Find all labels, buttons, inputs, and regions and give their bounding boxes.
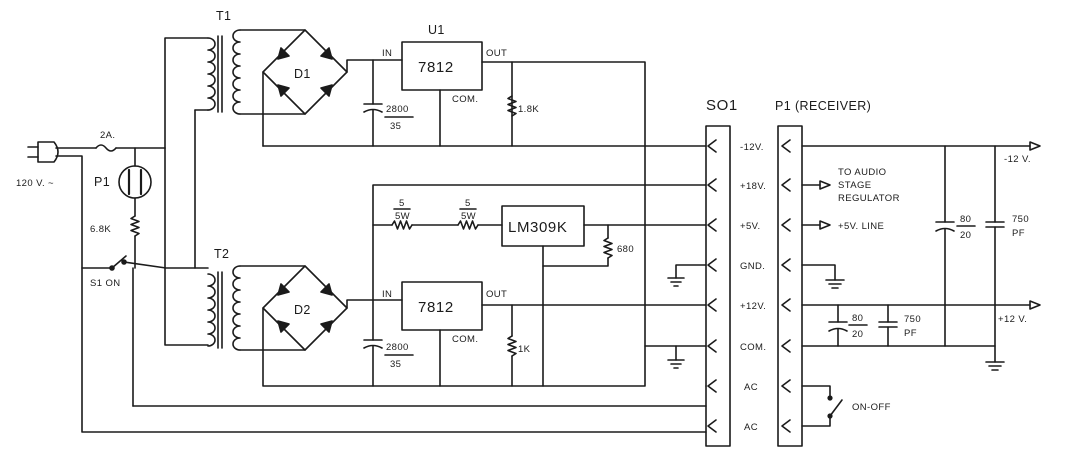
capacitor-750pf-upper bbox=[985, 145, 1005, 347]
regulator-u1-com: COM. bbox=[452, 94, 478, 105]
ground-icon bbox=[667, 264, 707, 287]
capacitor-750pf-lower bbox=[878, 304, 898, 347]
pin-label-plus12: +12V. bbox=[740, 301, 766, 312]
capacitor-80-20-upper bbox=[935, 145, 955, 347]
mains-wiring bbox=[55, 37, 707, 433]
pin-label-plus5: +5V. bbox=[740, 221, 761, 232]
connector-p1-receiver bbox=[777, 125, 803, 447]
switch-s1-label: S1 ON bbox=[90, 278, 121, 289]
resistor-1k bbox=[507, 335, 517, 357]
output-plus12-label: +12 V. bbox=[998, 314, 1027, 325]
audio-label-2: STAGE bbox=[838, 180, 872, 191]
fuse-label: 2A. bbox=[100, 130, 115, 141]
resistor-6-8k bbox=[130, 215, 140, 237]
regulator-u1-label: U1 bbox=[428, 23, 445, 37]
resistor-5a-watts: 5W bbox=[395, 211, 410, 222]
cap80-upper-value: 80 bbox=[960, 214, 971, 225]
capacitor-2800-top-label: 2800 bbox=[386, 104, 409, 115]
resistor-1k-label: 1K bbox=[518, 344, 531, 355]
pin-label-ac2: AC bbox=[744, 422, 758, 433]
resistor-5b-watts: 5W bbox=[461, 211, 476, 222]
resistor-680-label: 680 bbox=[617, 244, 634, 255]
regulator-u1-part: 7812 bbox=[418, 59, 454, 76]
capacitor-2800-top bbox=[363, 103, 383, 147]
onoff-label: ON-OFF bbox=[852, 402, 891, 413]
bridge-rectifier-d1 bbox=[239, 29, 403, 147]
lm309k-label: LM309K bbox=[508, 219, 567, 236]
bridge-d2-label: D2 bbox=[294, 303, 311, 317]
cap750-upper-unit: PF bbox=[1012, 228, 1025, 239]
transformer-t1-label: T1 bbox=[216, 9, 231, 23]
p1-pins bbox=[781, 139, 791, 433]
receiver-wiring bbox=[801, 141, 1041, 427]
bridge-rectifier-d2 bbox=[239, 61, 646, 387]
plus18-bus bbox=[372, 184, 707, 301]
cap750-lower-unit: PF bbox=[904, 328, 917, 339]
resistor-6-8k-label: 6.8K bbox=[90, 224, 111, 235]
output-minus12-label: -12 V. bbox=[1004, 154, 1031, 165]
capacitor-80-20-lower bbox=[828, 304, 848, 347]
connector-so1 bbox=[705, 125, 731, 447]
bridge-d1-label: D1 bbox=[294, 67, 311, 81]
regulator-u2-in: IN bbox=[382, 289, 392, 300]
so1-pins bbox=[707, 139, 717, 433]
regulator-u2-part: 7812 bbox=[418, 299, 454, 316]
regulator-u1-in: IN bbox=[382, 48, 392, 59]
connector-so1-label: SO1 bbox=[706, 97, 738, 114]
mains-label: 120 V. ~ bbox=[16, 178, 54, 189]
capacitor-2800-bottom-volts: 35 bbox=[390, 359, 401, 370]
pin-label-com: COM. bbox=[740, 342, 766, 353]
pin-label-ac1: AC bbox=[744, 382, 758, 393]
transformer-t1 bbox=[207, 29, 241, 115]
capacitor-2800-top-volts: 35 bbox=[390, 121, 401, 132]
pin-label-minus12: -12V. bbox=[740, 142, 764, 153]
plus5-line-label: +5V. LINE bbox=[838, 221, 884, 232]
switch-s1 bbox=[109, 255, 127, 271]
audio-label-1: TO AUDIO bbox=[838, 167, 886, 178]
transformer-t2-label: T2 bbox=[214, 247, 229, 261]
regulator-u1-out: OUT bbox=[486, 48, 507, 59]
capacitor-2800-bottom bbox=[363, 339, 383, 387]
audio-label-3: REGULATOR bbox=[838, 193, 900, 204]
u1-wiring bbox=[481, 61, 513, 147]
cap750-upper-value: 750 bbox=[1012, 214, 1029, 225]
pin-label-gnd: GND. bbox=[740, 261, 765, 272]
regulator-u1-box bbox=[401, 41, 483, 91]
cap750-lower-value: 750 bbox=[904, 314, 921, 325]
ground-icon bbox=[667, 345, 685, 369]
capacitor-2800-bottom-label: 2800 bbox=[386, 342, 409, 353]
cap80-lower-volts: 20 bbox=[852, 329, 863, 340]
resistor-680 bbox=[603, 237, 613, 259]
cap80-upper-volts: 20 bbox=[960, 230, 971, 241]
resistor-1-8k-label: 1.8K bbox=[518, 104, 539, 115]
connector-p1-label: P1 (RECEIVER) bbox=[775, 99, 871, 113]
resistor-1-8k bbox=[507, 95, 517, 117]
mains-plug-icon bbox=[27, 141, 59, 163]
regulator-u2-com: COM. bbox=[452, 334, 478, 345]
regulator-u2-box bbox=[401, 281, 483, 331]
resistor-5a-value: 5 bbox=[399, 198, 405, 209]
lamp-p1-label: P1 bbox=[94, 175, 110, 189]
r680-return bbox=[542, 257, 609, 267]
resistor-5ohm-a bbox=[391, 220, 413, 230]
cap80-lower-value: 80 bbox=[852, 313, 863, 324]
resistor-5ohm-b bbox=[457, 220, 479, 230]
resistor-5b-value: 5 bbox=[465, 198, 471, 209]
fuse-symbol bbox=[95, 144, 117, 152]
transformer-t2 bbox=[207, 265, 241, 351]
regulator-u2-out: OUT bbox=[486, 289, 507, 300]
neon-lamp-p1 bbox=[118, 165, 152, 199]
pin-label-plus18: +18V. bbox=[740, 181, 766, 192]
